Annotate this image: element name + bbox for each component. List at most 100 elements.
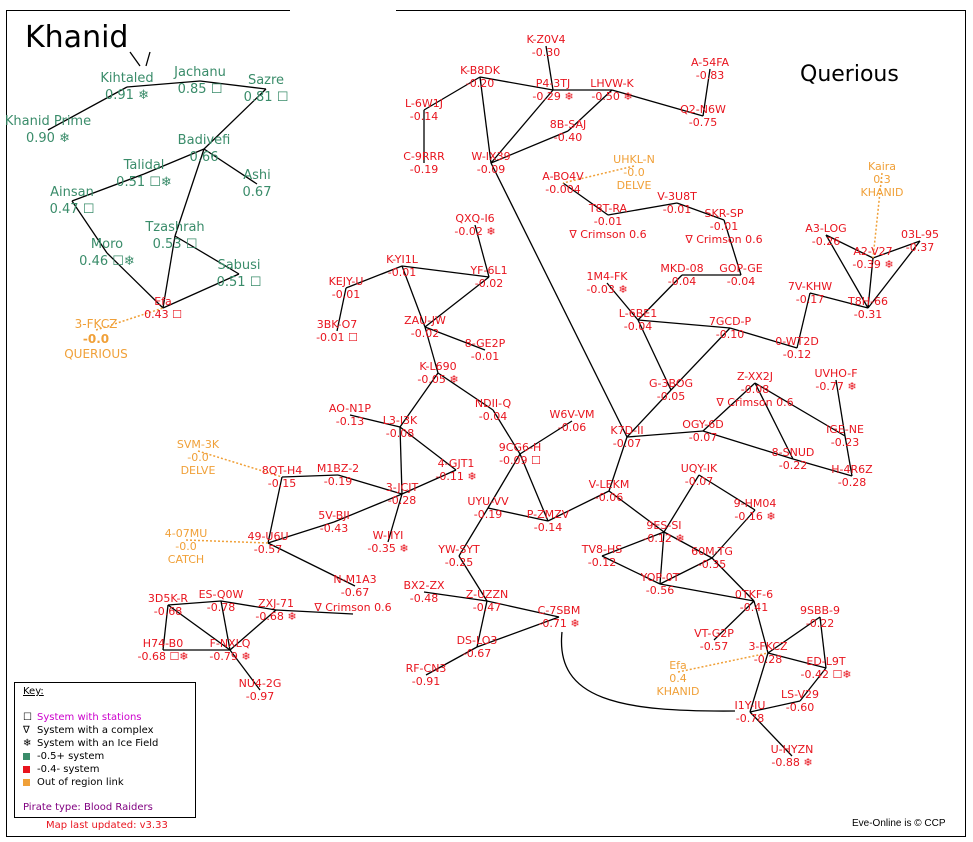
system-ls-v29[interactable]: LS-V29-0.60 [781, 688, 819, 714]
system-3-fkcz[interactable]: 3-FKCZ-0.28 [748, 640, 787, 666]
system-k-yi1l[interactable]: K-YI1L-0.01 [386, 253, 418, 279]
system-qxq-i6[interactable]: QXQ-I6-0.02 ❄ [454, 212, 495, 238]
system-lhvw-k[interactable]: LHVW-K-0.50 ❄ [590, 77, 634, 103]
system-a-54fa[interactable]: A-54FA-0.83 [691, 56, 729, 82]
system-a2-v27[interactable]: A2-V27-0.39 ❄ [852, 245, 893, 271]
system-t8h-66[interactable]: T8H-66-0.31 [848, 295, 888, 321]
system-yf-6l1[interactable]: YF-6L1-0.02 [470, 264, 507, 290]
system-03l-95[interactable]: 03L-95-0.37 [901, 228, 939, 254]
system-9es-si[interactable]: 9ES-SI-0.12 ❄ [643, 519, 684, 545]
system-k-z0v4[interactable]: K-Z0V4-0.30 [526, 33, 565, 59]
system-zau-jw[interactable]: ZAU-JW-0.02 [404, 314, 446, 340]
system-yop-0t[interactable]: YOP-0T-0.56 [641, 571, 680, 597]
system-v-3u8t[interactable]: V-3U8T-0.01 [657, 190, 697, 216]
system-l3-i3k[interactable]: L3-I3K-0.08 [383, 414, 418, 440]
system-0-wt2d[interactable]: 0-WT2D-0.12 [775, 335, 819, 361]
system-es-q0w[interactable]: ES-Q0W-0.78 [199, 588, 244, 614]
system-8-ge2p[interactable]: 8-GE2P-0.01 [465, 337, 505, 363]
system-f-nxlq[interactable]: F-NXLQ-0.79 ❄ [209, 637, 250, 663]
system-ds-lo3[interactable]: DS-LO3-0.67 [457, 634, 498, 660]
system-p4-3tj[interactable]: P4-3TJ-0.29 ❄ [532, 77, 573, 103]
system-mkd-08[interactable]: MKD-08-0.04 [660, 262, 703, 288]
system-n-m1a3[interactable]: N-M1A3-0.67 [333, 573, 376, 599]
system-8-snud[interactable]: 8-SNUD-0.22 [772, 446, 815, 472]
system-a3-log[interactable]: A3-LOG-0.26 [805, 222, 846, 248]
system-h74-b0[interactable]: H74-B0-0.68 ☐❄ [137, 637, 188, 663]
system-gop-ge[interactable]: GOP-GE-0.04 [719, 262, 762, 288]
system-l-6be1[interactable]: L-6BE1-0.04 [619, 307, 657, 333]
system-w-iiyi[interactable]: W-IIYI-0.35 ❄ [367, 529, 408, 555]
system-5v-bji[interactable]: 5V-BJI-0.43 [318, 509, 350, 535]
system-7v-khw[interactable]: 7V-KHW-0.17 [788, 280, 832, 306]
system-49-u6u[interactable]: 49-U6U-0.57 [247, 530, 288, 556]
system-ed-l9t[interactable]: ED-L9T-0.42 ☐❄ [800, 655, 851, 681]
system-vt-g2p[interactable]: VT-G2P-0.57 [694, 627, 734, 653]
system-h-4r6z[interactable]: H-4R6Z-0.28 [831, 463, 872, 489]
system-tv8-hs[interactable]: TV8-HS-0.12 [582, 543, 622, 569]
system-a-bo4v[interactable]: A-BO4V-0.004 [542, 170, 583, 196]
system-i1y-iu[interactable]: I1Y-IU-0.78 [735, 699, 766, 725]
system-crimson-n[interactable]: ∇ Crimson 0.6 [314, 601, 391, 614]
system-z-uzzn[interactable]: Z-UZZN-0.47 [466, 588, 508, 614]
system-z-xx2j[interactable]: Z-XX2J-0.08∇ Crimson 0.6 [716, 370, 793, 409]
system-w6v-vm[interactable]: W6V-VM-0.06 [549, 408, 594, 434]
system-60m-tg[interactable]: 60M-TG-0.35 [691, 545, 733, 571]
system-ndii-q[interactable]: NDII-Q-0.04 [475, 397, 511, 423]
system-uqy-ik[interactable]: UQY-IK-0.07 [681, 462, 718, 488]
system-c-9rrr[interactable]: C-9RRR-0.19 [403, 150, 445, 176]
system-9cg6-h[interactable]: 9CG6-H-0.09 ☐ [499, 441, 541, 467]
system-q2-n6w[interactable]: Q2-N6W-0.75 [680, 103, 726, 129]
system-zxj-71[interactable]: ZXJ-71-0.68 ❄ [255, 597, 296, 623]
system-0tkf-6[interactable]: 0TKF-6-0.41 [735, 588, 773, 614]
system-7gcd-p[interactable]: 7GCD-P-0.10 [709, 315, 751, 341]
system-yw-syt[interactable]: YW-SYT-0.25 [438, 543, 480, 569]
system-bx2-zx[interactable]: BX2-ZX-0.48 [403, 579, 444, 605]
system-3d5k-r[interactable]: 3D5K-R-0.68 [148, 592, 188, 618]
system-ogy-6d[interactable]: OGY-6D-0.07 [682, 418, 724, 444]
system-t8t-ra[interactable]: T8T-RA-0.01∇ Crimson 0.6 [569, 202, 646, 241]
system-4-gjt1[interactable]: 4-GJT1-0.11 ❄ [435, 457, 476, 483]
system-nu4-2g[interactable]: NU4-2G-0.97 [239, 677, 282, 703]
system-3-jcjt[interactable]: 3-JCJT-0.28 [386, 481, 418, 507]
system-skr-sp[interactable]: SKR-SP-0.01∇ Crimson 0.6 [685, 207, 762, 246]
system-m1bz-2[interactable]: M1BZ-2-0.19 [317, 462, 359, 488]
system-1m4-fk[interactable]: 1M4-FK-0.03 ❄ [586, 270, 627, 296]
system-k-b8dk[interactable]: K-B8DK-0.20 [460, 64, 500, 90]
system-9-hm04[interactable]: 9-HM04-0.16 ❄ [734, 497, 777, 523]
system-ige-ne[interactable]: IGE-NE-0.23 [826, 423, 864, 449]
system-w-ix39[interactable]: W-IX39-0.09 [471, 150, 510, 176]
system-p-zmzv[interactable]: P-ZMZV-0.14 [527, 508, 569, 534]
system-uvho-f[interactable]: UVHO-F-0.77 ❄ [814, 367, 857, 393]
system-uyu-vv[interactable]: UYU-VV-0.19 [467, 495, 508, 521]
system-8qt-h4[interactable]: 8QT-H4-0.15 [262, 464, 303, 490]
system-9sbb-9[interactable]: 9SBB-9-0.22 [800, 604, 840, 630]
system-u-hyzn[interactable]: U-HYZN-0.88 ❄ [771, 743, 814, 769]
system-rf-cn3[interactable]: RF-CN3-0.91 [406, 662, 447, 688]
system-v-lekm[interactable]: V-LEKM-0.06 [589, 478, 630, 504]
system-k-l690[interactable]: K-L690-0.05 ❄ [417, 360, 458, 386]
system-8b-saj[interactable]: 8B-SAJ-0.40 [550, 118, 586, 144]
system-g-3bog[interactable]: G-3BOG-0.05 [649, 377, 693, 403]
system-k7d-ii[interactable]: K7D-II-0.07 [610, 424, 643, 450]
system-3bk-o7[interactable]: 3BK-O7-0.01 ☐ [316, 318, 358, 344]
system-kejy-u[interactable]: KEJY-U-0.01 [329, 275, 364, 301]
system-c-7sbm[interactable]: C-7SBM-0.71 ❄ [538, 604, 581, 630]
system-l-6w1j[interactable]: L-6W1J-0.14 [405, 97, 443, 123]
